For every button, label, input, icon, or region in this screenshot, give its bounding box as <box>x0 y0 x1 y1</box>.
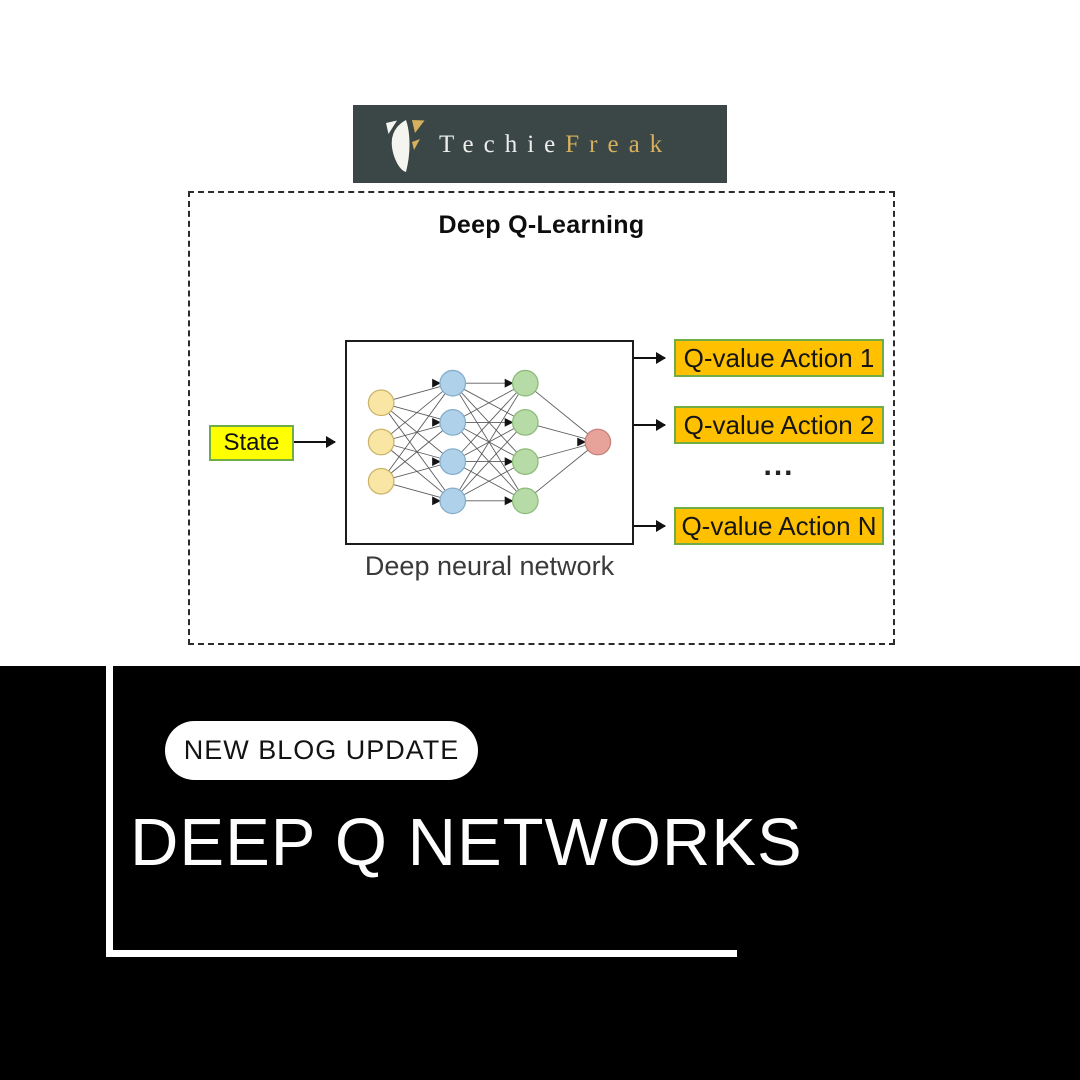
frame-vertical-line <box>106 666 113 957</box>
q-value-box-2: Q-value Action 2 <box>674 406 884 444</box>
neural-network-box <box>345 340 634 545</box>
q-value-box-1: Q-value Action 1 <box>674 339 884 377</box>
output-arrow-1 <box>634 352 666 364</box>
output-arrow-n <box>634 520 666 532</box>
new-blog-update-badge: NEW BLOG UPDATE <box>165 721 478 780</box>
techiefreak-logo-icon <box>386 120 425 172</box>
brand-name-secondary: Freak <box>565 131 673 158</box>
ellipsis-label: ... <box>763 449 795 482</box>
brand-wordmark: TechieFreak <box>439 131 672 159</box>
deep-q-learning-diagram: Deep Q-Learning State Deep neural networ… <box>188 191 895 645</box>
state-box: State <box>209 425 294 461</box>
post-title: DEEP Q NETWORKS <box>130 805 803 880</box>
network-caption: Deep neural network <box>364 551 615 581</box>
q-value-box-n: Q-value Action N <box>674 507 884 545</box>
brand-name-primary: Techie <box>439 131 566 158</box>
state-arrow <box>294 436 336 448</box>
neural-network-graphic <box>367 369 612 515</box>
brand-banner: TechieFreak <box>353 105 727 183</box>
frame-horizontal-line <box>106 950 737 957</box>
output-arrow-2 <box>634 419 666 431</box>
footer-section: NEW BLOG UPDATE DEEP Q NETWORKS <box>0 666 1080 1080</box>
diagram-title: Deep Q-Learning <box>438 211 645 239</box>
